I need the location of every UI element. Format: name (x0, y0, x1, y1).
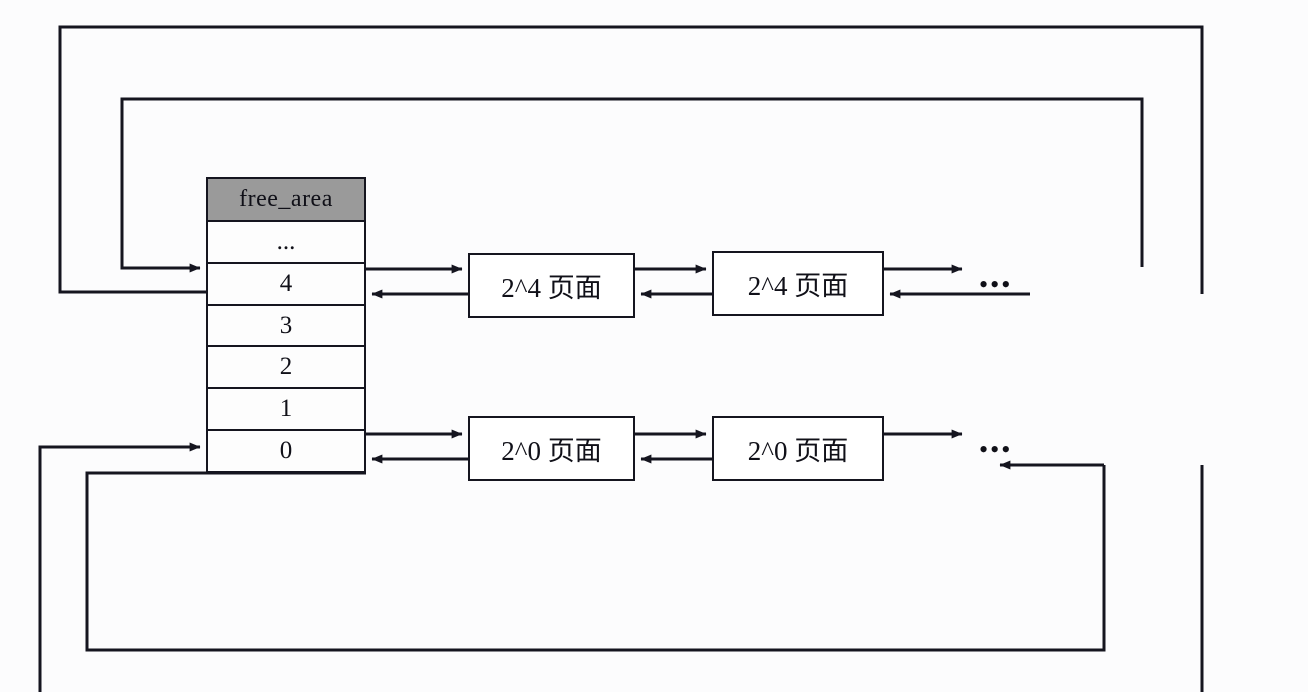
free-area-row-4[interactable]: 4 (208, 263, 364, 306)
free-area-row-3[interactable]: 3 (208, 305, 364, 348)
free-area-header: free_area (208, 179, 364, 222)
wrap-top-outer (58, 25, 1204, 294)
page-block-order0-2[interactable]: 2^0 页面 (712, 416, 884, 481)
free-area-row-ellipsis[interactable]: ... (208, 222, 364, 264)
order4-tail-ellipsis: ••• (979, 270, 1013, 299)
page-block-order4-2[interactable]: 2^4 页面 (712, 251, 884, 316)
wrap-bottom-inner (85, 465, 1106, 652)
free-area-row-1[interactable]: 1 (208, 389, 364, 432)
wrap-top-inner (120, 97, 1144, 273)
free-area-table: free_area ... 4 3 2 1 0 (206, 177, 366, 473)
order0-tail-ellipsis: ••• (979, 435, 1013, 464)
page-block-order4-1[interactable]: 2^4 页面 (468, 253, 635, 318)
free-area-row-0[interactable]: 0 (208, 431, 364, 471)
free-area-row-2[interactable]: 2 (208, 347, 364, 390)
wrap-bottom-outer-left (38, 442, 201, 692)
page-block-order0-1[interactable]: 2^0 页面 (468, 416, 635, 481)
